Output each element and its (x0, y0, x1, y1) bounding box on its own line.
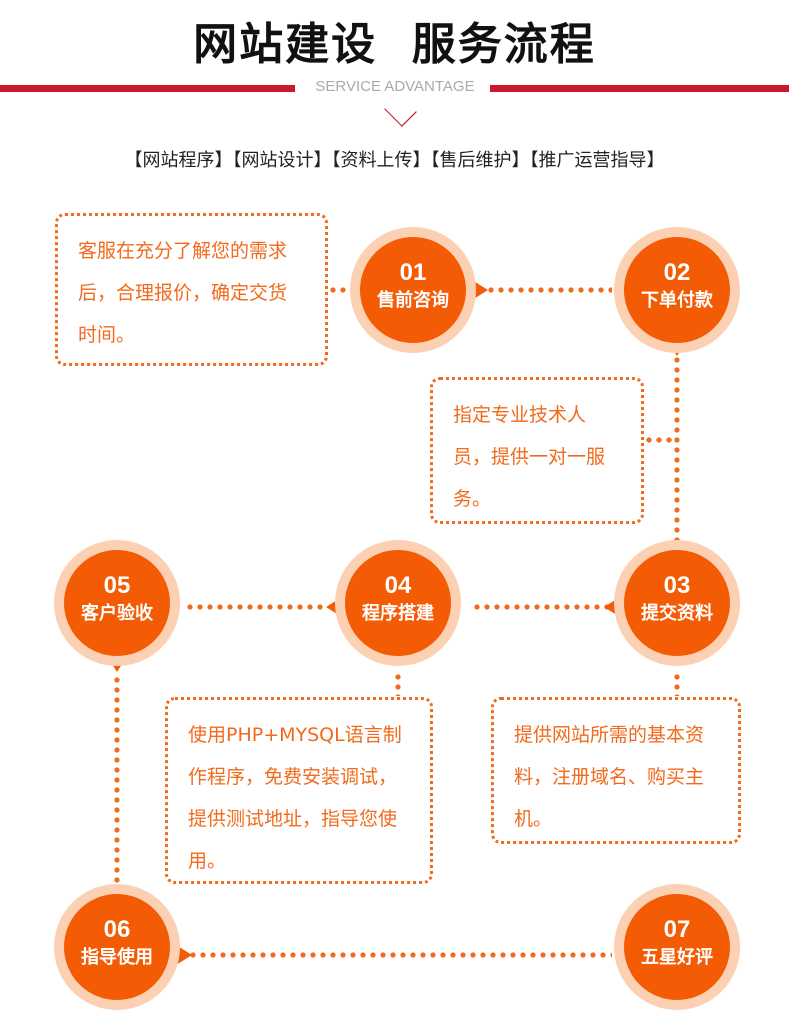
connector (674, 355, 680, 545)
note-04: 使用PHP+MYSQL语言制作程序，免费安装调试，提供测试地址，指导您使用。 (165, 697, 433, 884)
connector (395, 672, 401, 696)
step-07: 07 五星好评 (614, 884, 740, 1010)
step-label: 程序搭建 (362, 603, 434, 624)
note-01: 客服在充分了解您的需求后，合理报价，确定交货时间。 (55, 213, 328, 366)
connector (185, 604, 325, 610)
step-label: 提交资料 (641, 603, 713, 624)
step-number: 05 (103, 572, 131, 599)
step-number: 01 (399, 259, 427, 286)
service-tags: 【网站程序】【网站设计】【资料上传】【售后维护】【推广运营指导】 (124, 150, 665, 171)
step-number: 04 (384, 572, 412, 599)
subtitle: SERVICE ADVANTAGE (315, 78, 475, 95)
step-label: 指导使用 (81, 947, 153, 968)
step-05: 05 客户验收 (54, 540, 180, 666)
step-03: 03 提交资料 (614, 540, 740, 666)
note-02: 指定专业技术人员，提供一对一服务。 (430, 377, 644, 524)
connector (328, 287, 352, 293)
connector (674, 672, 680, 696)
connector (114, 675, 120, 885)
step-number: 06 (103, 916, 131, 943)
note-03: 提供网站所需的基本资料，注册域名、购买主机。 (491, 697, 741, 844)
connector (472, 604, 610, 610)
step-06: 06 指导使用 (54, 884, 180, 1010)
divider-left (0, 85, 295, 92)
connector (188, 952, 612, 958)
page-title: 网站建设 服务流程 (193, 19, 596, 70)
step-number: 03 (663, 572, 691, 599)
step-label: 五星好评 (641, 947, 713, 968)
connector (486, 287, 612, 293)
step-label: 售前咨询 (377, 290, 449, 311)
step-label: 下单付款 (641, 290, 713, 311)
connector (644, 437, 674, 443)
step-number: 02 (663, 259, 691, 286)
step-label: 客户验收 (81, 603, 153, 624)
divider-right (490, 85, 789, 92)
pointer-right-icon (176, 945, 192, 965)
step-04: 04 程序搭建 (335, 540, 461, 666)
step-01: 01 售前咨询 (350, 227, 476, 353)
pointer-right-icon (472, 280, 488, 300)
step-02: 02 下单付款 (614, 227, 740, 353)
chevron-down-icon (384, 94, 417, 127)
step-number: 07 (663, 916, 691, 943)
